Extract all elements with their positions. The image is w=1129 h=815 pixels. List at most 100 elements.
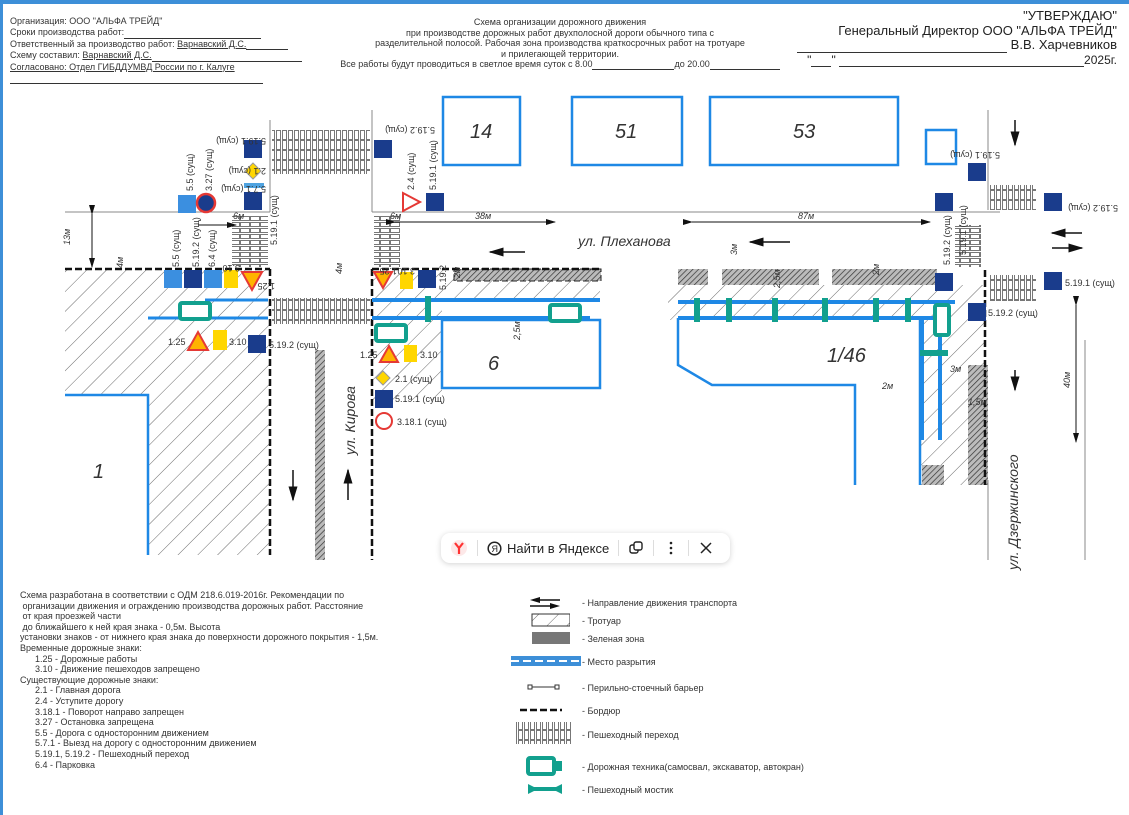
building-1-46	[676, 316, 922, 485]
svg-text:5.5 (сущ): 5.5 (сущ)	[171, 230, 181, 267]
building-53	[708, 95, 900, 167]
crosswalk-icon	[516, 722, 572, 744]
road-works-sign	[186, 329, 210, 351]
sidewalk-icon	[531, 613, 570, 627]
barrier-icon	[527, 684, 560, 690]
road-machinery	[374, 323, 408, 343]
svg-text:13м: 13м	[62, 229, 72, 245]
search-in-yandex-button[interactable]: Я Найти в Яндексе	[478, 533, 618, 563]
no-right-turn-sign	[375, 412, 393, 430]
building-51	[570, 95, 684, 167]
one-way-sign	[178, 195, 196, 213]
svg-text:1,5м: 1,5м	[968, 397, 987, 407]
svg-text:5.19.1 (сущ): 5.19.1 (сущ)	[216, 136, 266, 146]
road-signs	[164, 140, 1062, 430]
svg-text:3.18.1 (сущ): 3.18.1 (сущ)	[397, 417, 447, 427]
no-pedestrians-sign	[213, 330, 227, 350]
one-way-sign	[164, 270, 182, 288]
yandex-browser-icon[interactable]	[441, 533, 477, 563]
svg-text:6м: 6м	[390, 211, 401, 221]
pedestrian-crossing-sign	[375, 390, 393, 408]
pedestrian-crossing-sign	[248, 335, 266, 353]
main-road-sign	[244, 162, 262, 180]
crosswalk	[955, 225, 981, 267]
parking-sign	[204, 270, 222, 288]
sidewalk-left	[65, 270, 270, 555]
organization-line: Организация: ООО "АЛЬФА ТРЕЙД"	[10, 16, 163, 26]
building-label: 51	[615, 121, 637, 143]
scheme-title: Схема организации дорожного движения при…	[320, 17, 800, 70]
traffic-scheme-map: 14 51 53 6 1/46 1 ул. Плеханова ул. Киро…	[62, 95, 1118, 571]
green-zone	[968, 365, 988, 485]
building-label: 53	[793, 121, 815, 143]
yandex-context-toolbar: Я Найти в Яндексе	[441, 533, 730, 563]
pedestrian-crossing-sign	[244, 140, 262, 158]
svg-text:3.10: 3.10	[222, 263, 240, 273]
close-icon[interactable]	[689, 533, 723, 563]
svg-text:2м: 2м	[452, 267, 462, 279]
svg-text:2.4 (сущ): 2.4 (сущ)	[406, 153, 416, 190]
road-works-sign	[378, 343, 400, 363]
svg-text:4м: 4м	[115, 257, 125, 268]
svg-text:6.4 (сущ): 6.4 (сущ)	[207, 230, 217, 267]
svg-text:5.19.2 (сущ): 5.19.2 (сущ)	[1068, 203, 1118, 213]
svg-text:Я: Я	[492, 544, 499, 554]
yield-sign	[402, 191, 423, 213]
street-plekhanova: ул. Плеханова	[577, 233, 671, 249]
svg-text:2м: 2м	[871, 264, 881, 276]
crosswalk	[232, 215, 268, 267]
svg-text:5.19.1 (сущ): 5.19.1 (сущ)	[958, 205, 968, 255]
road-works-sign	[240, 271, 264, 293]
copy-icon[interactable]	[619, 533, 653, 563]
road-machinery	[933, 303, 951, 337]
crosswalk	[990, 185, 1036, 210]
median	[315, 350, 325, 560]
pedestrian-crossing-sign	[1044, 272, 1062, 290]
crosswalk	[272, 298, 370, 324]
svg-text:1.25: 1.25	[257, 281, 275, 291]
green-zone	[722, 269, 819, 285]
svg-text:3м: 3м	[950, 364, 961, 374]
svg-text:2м: 2м	[881, 381, 893, 391]
scheme-notes: Схема разработана в соответствии с ОДМ 2…	[20, 590, 379, 770]
pedestrian-crossing-sign	[935, 273, 953, 291]
responsible-line: Ответственный за производство работ: Вар…	[10, 39, 302, 51]
svg-text:5.19.1 (сущ): 5.19.1 (сущ)	[269, 195, 279, 245]
green-zone	[678, 269, 708, 285]
header-left: Организация: ООО "АЛЬФА ТРЕЙД" Сроки про…	[10, 16, 302, 85]
agreed-line: Согласовано: Отдел ГИБДДУМВД России по г…	[10, 61, 235, 72]
pedestrian-bridge-icon	[528, 784, 562, 794]
svg-text:1.25: 1.25	[360, 350, 378, 360]
building-label: 6	[488, 353, 500, 375]
road-machinery-icon	[526, 756, 562, 776]
svg-text:4м: 4м	[334, 263, 344, 274]
pedestrian-crossing-sign	[1044, 193, 1062, 211]
svg-text:38м: 38м	[475, 211, 491, 221]
svg-text:5.19.2: 5.19.2	[438, 265, 448, 290]
no-pedestrians-sign	[224, 270, 238, 288]
svg-text:6м: 6м	[233, 211, 244, 221]
pedestrian-crossing-sign	[426, 193, 444, 211]
no-stopping-sign	[195, 192, 217, 214]
crosswalk	[272, 130, 370, 174]
green-zone	[832, 269, 937, 285]
crosswalk	[374, 215, 400, 267]
road-machinery	[548, 303, 582, 323]
crosswalk	[990, 275, 1036, 301]
street-kirova: ул. Кирова	[342, 386, 358, 456]
window-frame-left	[0, 0, 3, 815]
pedestrian-crossing-sign	[374, 140, 392, 158]
building-label: 1	[93, 461, 104, 483]
pedestrian-crossing-sign	[418, 270, 436, 288]
svg-text:5.19.2 (сущ): 5.19.2 (сущ)	[385, 125, 435, 135]
traffic-direction-icon	[530, 597, 560, 609]
svg-text:5.7.1 (сущ): 5.7.1 (сущ)	[221, 184, 266, 194]
svg-text:1.25: 1.25	[168, 337, 186, 347]
building-label: 1/46	[827, 345, 867, 367]
more-icon[interactable]	[654, 533, 688, 563]
pedestrian-crossing-sign	[968, 303, 986, 321]
svg-text:5.19.1 (сущ): 5.19.1 (сущ)	[950, 150, 1000, 160]
svg-text:2,5м: 2,5м	[772, 269, 782, 289]
svg-text:3.10: 3.10	[229, 337, 247, 347]
approval-block: "УТВЕРЖДАЮ" Генеральный Директор ООО "АЛ…	[797, 8, 1117, 67]
